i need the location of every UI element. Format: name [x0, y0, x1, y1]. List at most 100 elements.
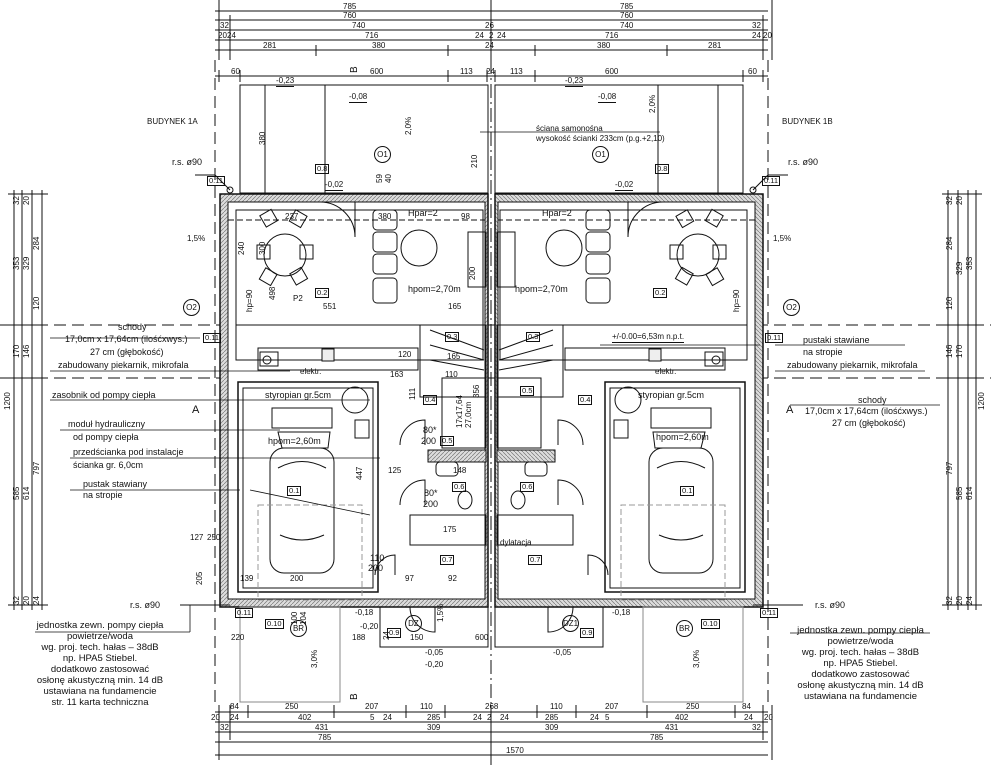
dim-label: 240	[237, 241, 246, 255]
dim-label: 84	[230, 702, 239, 711]
dim-label: 1570	[506, 746, 524, 755]
dim-label: 2	[489, 31, 494, 40]
dim-label: 24	[32, 596, 41, 605]
dim-label: 148	[453, 466, 467, 475]
room-code: 0.3	[445, 332, 460, 342]
hp-left: hp=90	[245, 289, 254, 312]
hpar-right: Hpar=2	[542, 208, 572, 218]
dim-label: 20	[22, 596, 31, 605]
stairs-spec-note: 17,0cm x 17,64cm (ilośćxwys.)	[805, 406, 928, 416]
rain-pipe-note: r.s. ø90	[130, 600, 161, 610]
dim-label: 284	[32, 236, 41, 250]
room-code: 0.1	[287, 486, 302, 496]
door-width: 110	[370, 553, 385, 563]
level-mark: -0,23	[565, 76, 584, 87]
dim-label: 26	[485, 21, 494, 30]
note-line: osłonę akustyczną min. 14 dB	[36, 675, 164, 686]
dim-label: 20	[763, 31, 772, 40]
level-mark: -0,18	[355, 608, 374, 617]
dim-label: 300	[258, 241, 267, 255]
dim-label: 163	[390, 370, 404, 379]
building-1a-title: BUDYNEK 1A	[147, 117, 198, 126]
dim-label: 170	[12, 344, 21, 358]
room-code: 0.10	[265, 619, 284, 629]
dim-label: 24	[473, 713, 482, 722]
dim-label: 740	[352, 21, 366, 30]
dim-label: 146	[945, 344, 954, 358]
level-mark: -0,02	[615, 180, 634, 191]
dim-label: 24	[485, 41, 494, 50]
dim-label: 110	[550, 702, 563, 711]
door-height: 200	[368, 563, 384, 573]
note-line: wg. proj. tech. hałas – 38dB	[41, 642, 159, 653]
dim-label: 250	[686, 702, 700, 711]
level-mark: -0,18	[612, 608, 631, 617]
note-line: powietrze/woda	[827, 636, 894, 647]
room-code: 0.3	[526, 332, 541, 342]
dim-label: 150	[410, 633, 424, 642]
dim-label: 380	[258, 131, 267, 145]
slope-label: 1,5%	[436, 603, 445, 622]
tank-note: zasobnik od pompy ciepła	[52, 390, 156, 400]
stairs-spec: 27,0cm	[464, 401, 473, 428]
dim-label: 24	[590, 713, 599, 722]
note-line: ustawiana na fundamencie	[803, 691, 918, 702]
dim-label: 120	[945, 296, 954, 310]
dim-label: 146	[22, 344, 31, 358]
dim-label: 165	[448, 302, 462, 311]
garage-height-right: hpom=2,60m	[656, 432, 709, 442]
dim-label: 92	[448, 574, 457, 583]
hydraulic-module-note: moduł hydrauliczny	[68, 419, 146, 429]
window-marker-o2: O2	[183, 299, 200, 316]
dim-label: 205	[195, 571, 204, 585]
dim-label: 1200	[3, 392, 12, 410]
dim-label: 431	[665, 723, 679, 732]
level-mark: -0,20	[360, 622, 379, 631]
living-height-left: hpom=2,70m	[408, 284, 461, 294]
dim-label: 32	[752, 21, 761, 30]
top-dimension-lines	[215, 0, 773, 82]
dim-label: 200	[290, 574, 304, 583]
living-height-right: hpom=2,70m	[515, 284, 568, 294]
dim-label: 97	[405, 574, 414, 583]
dim-label: 60	[231, 67, 240, 76]
note-line: wg. proj. tech. hałas – 38dB	[801, 647, 920, 658]
gate-marker-br: BR	[676, 620, 693, 637]
level-mark: -0,20	[425, 660, 444, 669]
self-supporting-wall-note: ściana samonośna	[536, 124, 603, 133]
dim-label: 585	[955, 486, 964, 500]
room-code: 0.7	[440, 555, 455, 565]
dim-label: 614	[22, 486, 31, 500]
dim-label: 32	[12, 196, 21, 205]
stairs-depth-note: 27 cm (głębokość)	[832, 418, 906, 428]
stairs-count: 165	[447, 352, 461, 361]
hydraulic-module-note: od pompy ciepła	[73, 432, 139, 442]
installation-wall-note: ścianka gr. 6,0cm	[73, 460, 144, 470]
room-code: 0.2	[315, 288, 330, 298]
dim-label: 281	[708, 41, 722, 50]
dim-label: 402	[298, 713, 312, 722]
dim-label: 111	[408, 387, 417, 400]
hpar-left: Hpar=2	[408, 208, 438, 218]
dim-label: 431	[315, 723, 329, 732]
dim-label: 785	[650, 733, 664, 742]
dim-label: 24	[382, 631, 391, 640]
dim-label: 98	[461, 212, 470, 221]
room-code: 0.11	[203, 333, 222, 343]
dim-label: 760	[343, 11, 357, 20]
dim-label: 237	[285, 212, 299, 221]
door-height: 200	[421, 436, 437, 446]
slope-label: 3,0%	[310, 649, 319, 668]
dim-label: 309	[545, 723, 559, 732]
room-code: 0.6	[452, 482, 467, 492]
dim-label: 32	[220, 21, 229, 30]
dim-label: 785	[343, 2, 357, 11]
dim-label: 380	[378, 212, 392, 221]
heat-pump-note-right: jednostka zewn. pompy ciepła powietrze/w…	[788, 625, 933, 702]
dim-label: 207	[605, 702, 619, 711]
dim-label: 309	[427, 723, 441, 732]
dim-label: 40	[384, 174, 393, 183]
note-line: jednostka zewn. pompy ciepła	[36, 620, 164, 631]
dim-label: 188	[352, 633, 366, 642]
